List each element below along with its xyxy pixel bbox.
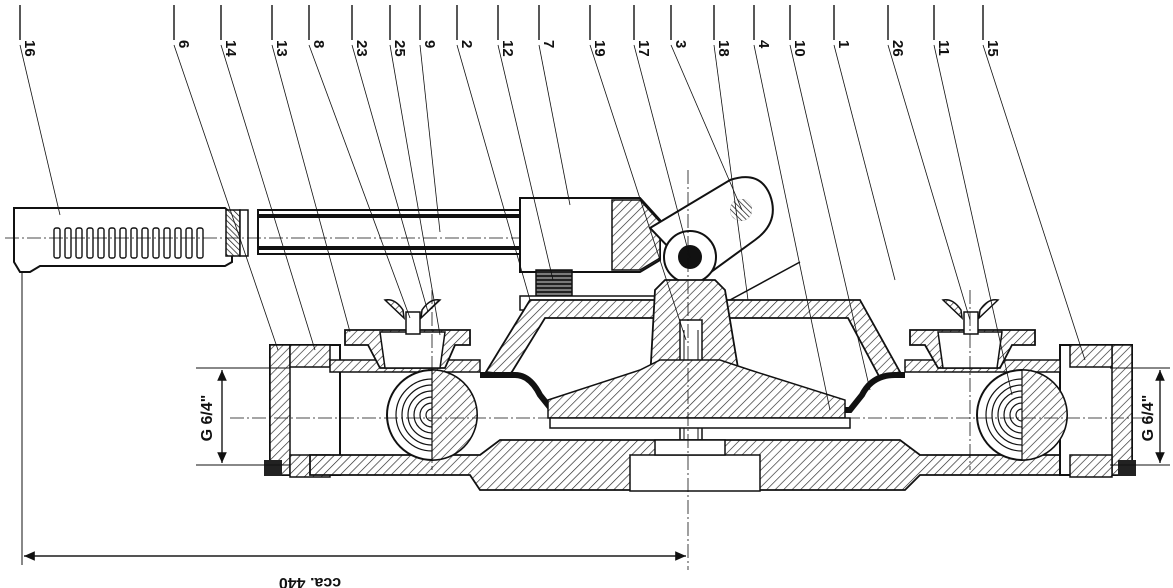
part-number-label: 2 [458,40,475,48]
part-number-label: 12 [499,40,516,57]
part-number-label: 14 [222,40,239,57]
part-number-label: 26 [889,40,906,57]
thread-label-left: G 6/4" [199,395,216,442]
lever-head [519,197,661,273]
overall-length-label: cca. 440 [279,574,341,588]
leader-line [713,44,749,301]
leader-line [753,44,831,411]
leader-line [789,44,871,391]
leader-line [633,44,691,259]
leader-line [670,44,743,211]
leader-line [220,44,316,351]
leader-line [19,44,61,216]
leader-line [456,44,531,301]
leader-line [982,44,1086,361]
leader-line [351,44,429,313]
leader-line [497,44,554,281]
part-number-label: 6 [175,40,192,48]
leader-line [833,44,896,281]
part-number-label: 23 [353,40,370,57]
leader-line [271,44,351,333]
leader-line [589,44,687,341]
part-number-label: 1 [835,40,852,48]
part-number-label: 10 [791,40,808,57]
handle-grip [13,207,249,273]
part-number-labels: 16 6 14 13 8 23 25 9 2 12 7 19 17 3 18 4 10 1 26 11 15 [21,40,1001,57]
leader-line [389,44,441,336]
leader-line [419,44,441,233]
part-number-label: 19 [591,40,608,57]
lever-link [648,176,774,284]
leader-line [933,44,1013,396]
part-number-label: 25 [391,40,408,57]
leader-line [173,44,279,351]
lever-tube [257,209,521,255]
part-number-label: 8 [310,40,327,48]
part-number-label: 3 [672,40,689,48]
leader-line [538,44,571,206]
part-number-label: 4 [755,40,772,49]
part-number-label: 13 [273,40,290,57]
part-number-label: 9 [421,40,438,48]
part-number-label: 7 [540,40,557,48]
right-valve [909,298,1068,461]
leader-line [308,44,411,319]
thread-dimension-right: G 6/4" [1110,367,1170,466]
leader-lines [19,5,1086,411]
left-valve [344,298,478,461]
part-number-label: 18 [715,40,732,57]
part-number-label: 16 [21,40,38,57]
thread-dimension-left: G 6/4" [196,367,290,466]
overall-length-dimension: cca. 440 [21,272,686,588]
thread-label-right: G 6/4" [1140,395,1157,442]
diaphragm [480,359,905,429]
part-number-label: 17 [635,40,652,57]
part-number-label: 11 [935,40,952,56]
part-number-label: 15 [984,40,1001,57]
leader-line [887,44,971,321]
